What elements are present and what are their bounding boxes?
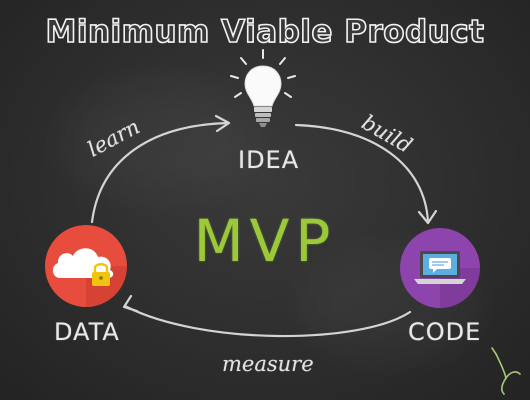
chalk-bird-icon — [491, 347, 521, 395]
diagram-title: Minimum Viable Product — [45, 13, 485, 51]
laptop-chat-icon — [400, 228, 480, 308]
node-data-label: DATA — [54, 318, 120, 346]
mvp-center-text: MVP — [193, 207, 337, 275]
node-idea-label: IDEA — [238, 146, 300, 174]
cloud-lock-icon — [45, 225, 127, 307]
lightbulb-icon — [230, 49, 296, 127]
edge-measure-label: measure — [222, 352, 314, 376]
learn-arrowhead — [214, 114, 231, 133]
measure-arrowhead — [122, 294, 139, 313]
node-code-label: CODE — [408, 318, 482, 346]
build-arrowhead — [417, 209, 438, 225]
measure-arrow — [123, 304, 412, 338]
learn-arrow — [90, 121, 230, 224]
build-arrow — [294, 123, 430, 224]
